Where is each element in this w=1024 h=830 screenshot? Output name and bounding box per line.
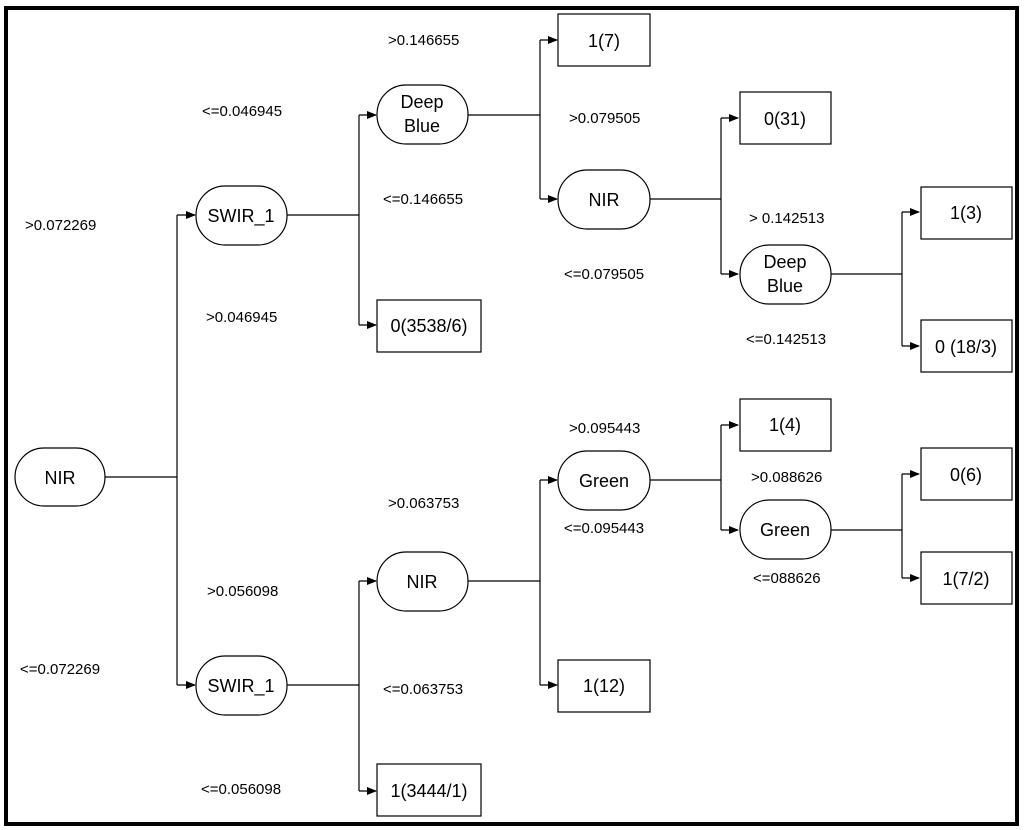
node-deepblue-upper-label-1: Deep — [400, 92, 443, 112]
node-deepblue-upper-label-2: Blue — [404, 116, 440, 136]
node-nir-mid-label: NIR — [589, 190, 620, 210]
edge-label-root-gt: >0.072269 — [25, 217, 96, 234]
node-root-nir: NIR — [14, 447, 106, 507]
leaf-1-3444-1: 1(3444/1) — [376, 763, 482, 817]
edge-label-deepblue-upper-gt: >0.146655 — [388, 32, 459, 49]
edge-label-nir-mid-le: <=0.079505 — [564, 266, 644, 283]
diagram-frame — [4, 6, 1019, 826]
leaf-1-12: 1(12) — [557, 659, 651, 713]
leaf-1-4: 1(4) — [739, 398, 832, 452]
edge-label-deepblue-lower-le: <=0.142513 — [746, 331, 826, 348]
leaf-1-12-label: 1(12) — [583, 676, 625, 696]
leaf-0-6-label: 0(6) — [950, 465, 982, 485]
node-root-nir-label: NIR — [45, 468, 76, 488]
edge-label-green-2-gt: >0.088626 — [751, 469, 822, 486]
edge-label-swir-upper-gt: >0.046945 — [206, 309, 277, 326]
node-nir-mid: NIR — [557, 169, 651, 230]
edge-label-nir-mid-gt: >0.079505 — [569, 110, 640, 127]
leaf-0-31-label: 0(31) — [764, 109, 806, 129]
node-swir-lower-label: SWIR_1 — [207, 676, 274, 697]
edge-label-green-1-le: <=0.095443 — [564, 520, 644, 537]
node-swir-lower: SWIR_1 — [195, 655, 288, 716]
leaf-0-3538-6-label: 0(3538/6) — [390, 316, 467, 336]
edge-label-swir-upper-le: <=0.046945 — [202, 103, 282, 120]
node-deepblue-upper: Deep Blue — [376, 84, 469, 145]
leaf-1-4-label: 1(4) — [769, 415, 801, 435]
leaf-1-3-label: 1(3) — [950, 203, 982, 223]
node-deepblue-lower: Deep Blue — [739, 244, 832, 305]
leaf-1-7-label: 1(7) — [588, 31, 620, 51]
node-green-1: Green — [557, 450, 651, 511]
leaf-1-7: 1(7) — [557, 13, 651, 67]
leaf-0-18-3: 0 (18/3) — [920, 319, 1013, 373]
leaf-0-6: 0(6) — [920, 447, 1013, 501]
node-deepblue-lower-label-2: Blue — [767, 276, 803, 296]
edge-label-green-1-gt: >0.095443 — [569, 420, 640, 437]
connectors — [105, 36, 920, 795]
node-swir-upper: SWIR_1 — [195, 185, 288, 246]
leaf-0-3538-6: 0(3538/6) — [376, 299, 482, 353]
edge-label-swir-lower-le: <=0.056098 — [201, 781, 281, 798]
leaf-0-18-3-label: 0 (18/3) — [935, 337, 997, 357]
node-green-1-label: Green — [579, 471, 629, 491]
edge-labels: >0.072269 <=0.072269 <=0.046945 >0.04694… — [20, 32, 826, 798]
node-nir-lower-label: NIR — [407, 572, 438, 592]
edge-label-nir-lower-gt: >0.063753 — [388, 495, 459, 512]
node-deepblue-lower-label-1: Deep — [763, 252, 806, 272]
leaf-1-3: 1(3) — [920, 186, 1013, 240]
edge-label-green-2-le: <=088626 — [753, 570, 821, 587]
leaf-1-7-2-label: 1(7/2) — [942, 569, 989, 589]
edge-label-deepblue-lower-gt: > 0.142513 — [749, 210, 825, 227]
node-green-2: Green — [739, 499, 832, 560]
node-swir-upper-label: SWIR_1 — [207, 206, 274, 227]
edge-label-deepblue-upper-le: <=0.146655 — [383, 191, 463, 208]
edge-label-swir-lower-gt: >0.056098 — [207, 583, 278, 600]
node-nir-lower: NIR — [376, 551, 469, 612]
leaf-1-3444-1-label: 1(3444/1) — [390, 781, 467, 801]
edge-label-nir-lower-le: <=0.063753 — [383, 681, 463, 698]
edge-label-root-le: <=0.072269 — [20, 661, 100, 678]
leaf-1-7-2: 1(7/2) — [920, 551, 1013, 605]
node-green-2-label: Green — [760, 520, 810, 540]
leaf-0-31: 0(31) — [739, 91, 832, 145]
